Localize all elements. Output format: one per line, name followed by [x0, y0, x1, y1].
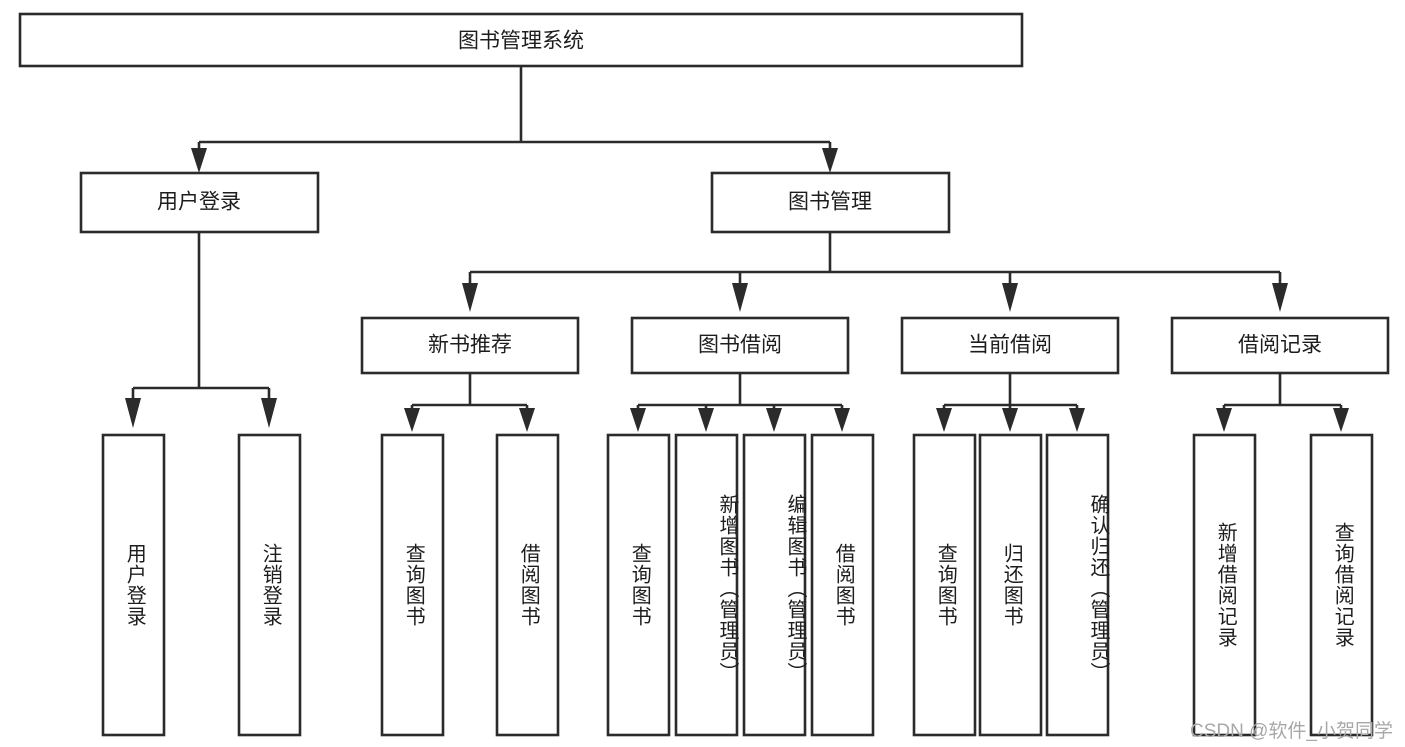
- node-borrow-record[interactable]: 借阅记录: [1170, 316, 1390, 375]
- arrow-head-leaf-logout: [261, 398, 277, 428]
- arrow-head-leaf-query-book-3: [936, 408, 952, 432]
- node-root-box[interactable]: [18, 12, 1024, 68]
- connector-group-new-book-rec: [404, 373, 535, 432]
- arrow-head-leaf-add-record: [1216, 408, 1232, 432]
- node-borrow-record-label: 借阅记录: [1238, 334, 1322, 357]
- leaf-box-borrow-book-2[interactable]: [810, 433, 875, 737]
- leaf-box-user-login[interactable]: [101, 433, 166, 737]
- node-borrow-record-box[interactable]: [1170, 316, 1390, 375]
- node-current-borrow-box[interactable]: [900, 316, 1120, 375]
- arrow-head-book-borrow: [732, 283, 748, 312]
- leaf-box-borrow-book-1[interactable]: [495, 433, 560, 737]
- csdn-watermark: CSDN @软件_小贺同学: [1190, 721, 1393, 742]
- arrow-head-leaf-borrow-book-2: [834, 408, 850, 432]
- leaf-box-edit-book[interactable]: [742, 433, 807, 737]
- arrow-head-leaf-borrow-book-1: [519, 408, 535, 432]
- leaf-box-return-book[interactable]: [978, 433, 1043, 737]
- arrow-head-new-book-rec: [462, 283, 478, 312]
- arrow-head-leaf-query-book-2: [630, 408, 646, 432]
- node-book-borrow[interactable]: 图书借阅: [630, 316, 850, 375]
- arrow-head-leaf-return-book: [1002, 408, 1018, 432]
- arrow-head-current-borrow: [1002, 283, 1018, 312]
- connector-group-root: [191, 66, 838, 173]
- leaf-box-query-book-1[interactable]: [380, 433, 445, 737]
- arrow-head-book-manage: [822, 148, 838, 173]
- connector-group-current-borrow: [936, 373, 1085, 432]
- leaf-box-logout[interactable]: [237, 433, 302, 737]
- node-root-label: 图书管理系统: [458, 30, 584, 53]
- node-current-borrow-label: 当前借阅: [968, 334, 1052, 357]
- node-book-manage-label: 图书管理: [788, 191, 872, 214]
- connector-group-book-manage: [462, 232, 1288, 312]
- node-current-borrow[interactable]: 当前借阅: [900, 316, 1120, 375]
- leaf-box-query-book-2[interactable]: [606, 433, 671, 737]
- node-new-book-rec[interactable]: 新书推荐: [360, 316, 580, 375]
- leaf-box-query-book-3[interactable]: [912, 433, 977, 737]
- arrow-head-leaf-add-book: [698, 408, 714, 432]
- leaf-box-confirm-return[interactable]: [1045, 433, 1110, 737]
- leaf-box-add-record[interactable]: [1192, 433, 1257, 737]
- node-root[interactable]: 图书管理系统: [18, 12, 1024, 68]
- node-book-manage[interactable]: 图书管理: [710, 171, 951, 234]
- node-new-book-rec-box[interactable]: [360, 316, 580, 375]
- arrow-head-leaf-confirm-return: [1069, 408, 1085, 432]
- arrow-head-leaf-user-login: [125, 398, 141, 428]
- node-new-book-rec-label: 新书推荐: [428, 334, 512, 357]
- arrow-head-leaf-query-book-1: [404, 408, 420, 432]
- leaf-box-query-record[interactable]: [1309, 433, 1374, 737]
- arrow-head-leaf-edit-book: [766, 408, 782, 432]
- node-user-login[interactable]: 用户登录: [79, 171, 320, 234]
- arrow-head-leaf-query-record: [1333, 408, 1349, 432]
- leaf-box-add-book[interactable]: [674, 433, 739, 737]
- node-user-login-box[interactable]: [79, 171, 320, 234]
- node-book-borrow-label: 图书借阅: [698, 334, 782, 357]
- connector-group-borrow-record: [1216, 373, 1349, 432]
- arrow-head-borrow-record: [1272, 283, 1288, 312]
- arrow-head-user-login: [191, 148, 207, 173]
- node-book-borrow-box[interactable]: [630, 316, 850, 375]
- node-user-login-label: 用户登录: [157, 191, 241, 214]
- node-book-manage-box[interactable]: [710, 171, 951, 234]
- connector-group-user-login: [125, 232, 277, 428]
- connector-group-book-borrow: [630, 373, 850, 432]
